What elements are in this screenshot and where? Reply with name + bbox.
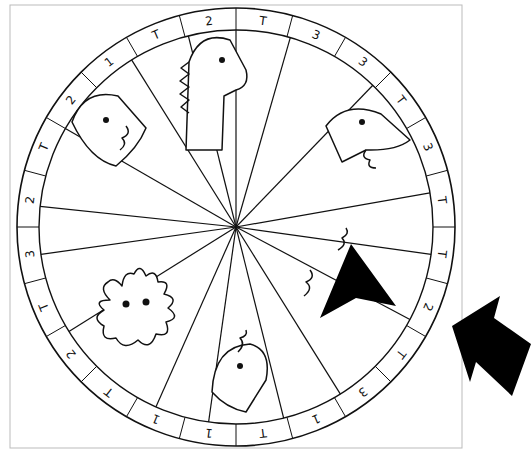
- ring-divider: [127, 37, 138, 56]
- ring-divider: [287, 15, 293, 36]
- sector-line: [236, 227, 431, 254]
- eye: [359, 119, 365, 125]
- outer-ring: [17, 8, 455, 446]
- dino-head: [238, 330, 246, 352]
- eye: [219, 57, 225, 63]
- sector-line: [41, 227, 236, 254]
- ring-divider: [426, 170, 447, 176]
- ring-value: 2: [421, 301, 435, 313]
- ring-divider: [17, 227, 39, 228]
- dino-wisp: [304, 270, 312, 296]
- ring-divider: [426, 278, 447, 284]
- ring-value: 3: [356, 385, 369, 399]
- eye: [103, 117, 109, 123]
- dino-head: [186, 38, 247, 150]
- ring-divider: [46, 326, 65, 337]
- ring-divider: [287, 417, 293, 438]
- sector-lines: [40, 30, 431, 422]
- ring-divider: [81, 366, 97, 382]
- sector-line: [236, 227, 410, 319]
- eye: [143, 299, 150, 306]
- sector-line: [236, 193, 430, 227]
- ring-divider: [236, 8, 237, 30]
- ring-divider: [81, 72, 97, 88]
- octopus-head: [97, 268, 175, 345]
- ring-value: 2: [64, 94, 78, 107]
- ring-divider: [24, 170, 45, 176]
- ring-divider: [24, 278, 45, 284]
- ring-value: T: [37, 142, 51, 153]
- ring-value: 3: [23, 250, 36, 259]
- ring-value: 3: [356, 55, 369, 69]
- ring-divider: [407, 326, 426, 337]
- dino-head: [326, 109, 410, 162]
- dino-wisp: [338, 228, 347, 250]
- ring-value: 3: [310, 28, 322, 42]
- ring-divider: [375, 72, 391, 88]
- ring-dividers: [17, 8, 455, 446]
- ring-value: T: [37, 301, 51, 312]
- ring-value: T: [436, 250, 449, 259]
- inner-ring: [39, 30, 433, 424]
- ring-value: 1: [103, 55, 116, 69]
- spinner-pointer: [320, 244, 396, 318]
- ring-divider: [236, 424, 237, 446]
- dino-head: [120, 126, 128, 150]
- ring-divider: [335, 398, 346, 417]
- ring-value: T: [394, 94, 408, 107]
- ring-divider: [46, 118, 65, 129]
- ring-value: 2: [23, 195, 36, 204]
- ring-divider: [433, 227, 455, 228]
- ring-value: T: [151, 28, 162, 42]
- ring-divider: [335, 37, 346, 56]
- ring-value: 3: [421, 142, 435, 154]
- ring-divider: [179, 417, 185, 438]
- dinosaur-heads: [72, 38, 410, 412]
- dino-head: [364, 150, 376, 168]
- indicator-arrow: [452, 296, 531, 396]
- ring-value: 2: [64, 347, 78, 360]
- ring-value: 2: [204, 14, 213, 27]
- eyes: [103, 57, 365, 369]
- ring-value: T: [103, 385, 116, 399]
- ring-divider: [127, 398, 138, 417]
- ring-value: T: [259, 427, 268, 440]
- ring-value: T: [394, 347, 408, 360]
- ring-divider: [407, 118, 426, 129]
- ring-value: T: [436, 195, 449, 204]
- ring-value: 1: [204, 427, 213, 440]
- ring-value: T: [259, 14, 268, 27]
- eye: [123, 301, 130, 308]
- dino-head: [72, 94, 146, 166]
- ring-divider: [375, 366, 391, 382]
- eye: [237, 363, 243, 369]
- ring-value: 1: [151, 412, 163, 426]
- frame: [10, 5, 462, 448]
- dino-head: [212, 344, 267, 412]
- ring-divider: [179, 15, 185, 36]
- ring-value: 1: [310, 412, 322, 426]
- dino-crest: [180, 62, 189, 113]
